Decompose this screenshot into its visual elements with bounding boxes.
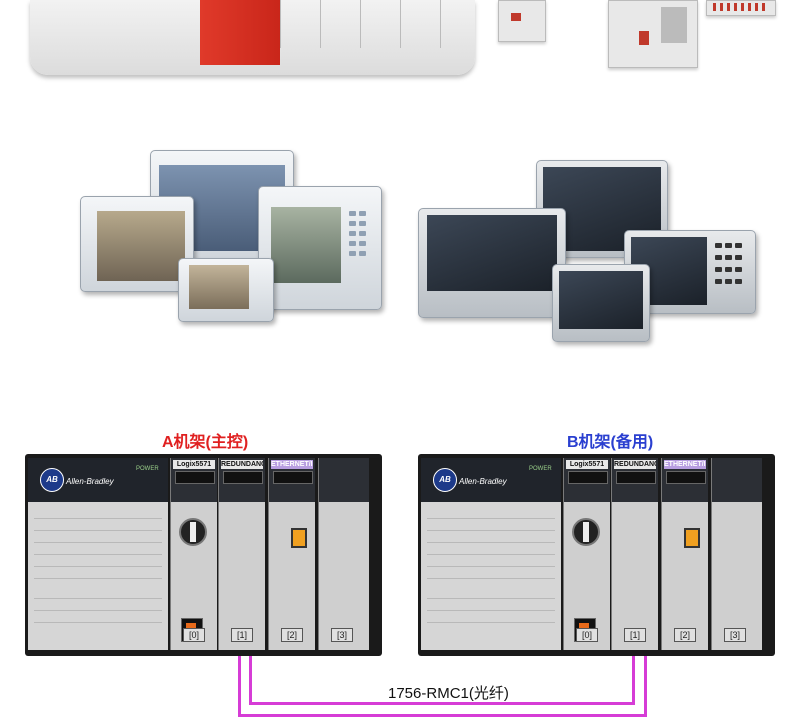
slot-number: [0] xyxy=(576,628,598,642)
allen-bradley-logo: AB xyxy=(40,468,64,492)
slot-number: [2] xyxy=(674,628,696,642)
power-indicator: POWER xyxy=(136,466,159,472)
product-rack-top xyxy=(30,0,475,75)
fiber-link-a-left xyxy=(238,656,241,716)
product-module-small xyxy=(498,0,546,42)
hmi-panel-bottom xyxy=(552,264,650,342)
brand-label: Allen-Bradley xyxy=(459,477,507,486)
product-io-strip xyxy=(706,0,776,16)
redundancy-module: REDUNDANCY MODULE [1] xyxy=(611,458,658,650)
empty-slot-module: [3] xyxy=(318,458,369,650)
fiber-link-a-right xyxy=(249,656,252,704)
allen-bradley-logo: AB xyxy=(433,468,457,492)
fiber-link-b-right xyxy=(644,656,647,716)
module-label: Logix5571 xyxy=(173,460,215,469)
slot-number: [2] xyxy=(281,628,303,642)
hmi-panel-left xyxy=(80,196,194,292)
key-switch-icon xyxy=(179,518,207,546)
rack-a-chassis: AB Allen-Bradley POWER Logix5571 [0] RED… xyxy=(25,454,382,656)
ethernet-module: ETHERNET/IP [2] xyxy=(661,458,708,650)
power-indicator: POWER xyxy=(529,466,552,472)
ethernet-module: ETHERNET/IP [2] xyxy=(268,458,315,650)
key-switch-icon xyxy=(572,518,600,546)
hmi-panel-small xyxy=(178,258,274,322)
module-label: ETHERNET/IP xyxy=(664,460,706,469)
controller-module: Logix5571 [0] xyxy=(170,458,217,650)
power-supply: AB Allen-Bradley POWER xyxy=(421,458,561,650)
usb-port-icon xyxy=(684,528,700,548)
hmi-panel-wide xyxy=(418,208,566,318)
module-label: REDUNDANCY MODULE xyxy=(221,460,263,469)
rack-a-title: A机架(主控) xyxy=(162,434,249,451)
redundancy-module: REDUNDANCY MODULE [1] xyxy=(218,458,265,650)
fiber-link-outer xyxy=(238,714,647,717)
module-label: REDUNDANCY MODULE xyxy=(614,460,656,469)
brand-label: Allen-Bradley xyxy=(66,477,114,486)
fiber-link-label: 1756-RMC1(光纤) xyxy=(388,685,509,702)
controller-module: Logix5571 [0] xyxy=(563,458,610,650)
rack-b-chassis: AB Allen-Bradley POWER Logix5571 [0] RED… xyxy=(418,454,775,656)
module-label: Logix5571 xyxy=(566,460,608,469)
slot-number: [3] xyxy=(724,628,746,642)
slot-number: [3] xyxy=(331,628,353,642)
fiber-link-inner xyxy=(249,702,635,705)
hmi-panel-keypad xyxy=(258,186,382,310)
rack-b-title: B机架(备用) xyxy=(567,434,654,451)
power-supply: AB Allen-Bradley POWER xyxy=(28,458,168,650)
product-controller xyxy=(608,0,698,68)
fiber-link-b-left xyxy=(632,656,635,704)
slot-number: [1] xyxy=(624,628,646,642)
empty-slot-module: [3] xyxy=(711,458,762,650)
usb-port-icon xyxy=(291,528,307,548)
slot-number: [1] xyxy=(231,628,253,642)
module-label: ETHERNET/IP xyxy=(271,460,313,469)
slot-number: [0] xyxy=(183,628,205,642)
